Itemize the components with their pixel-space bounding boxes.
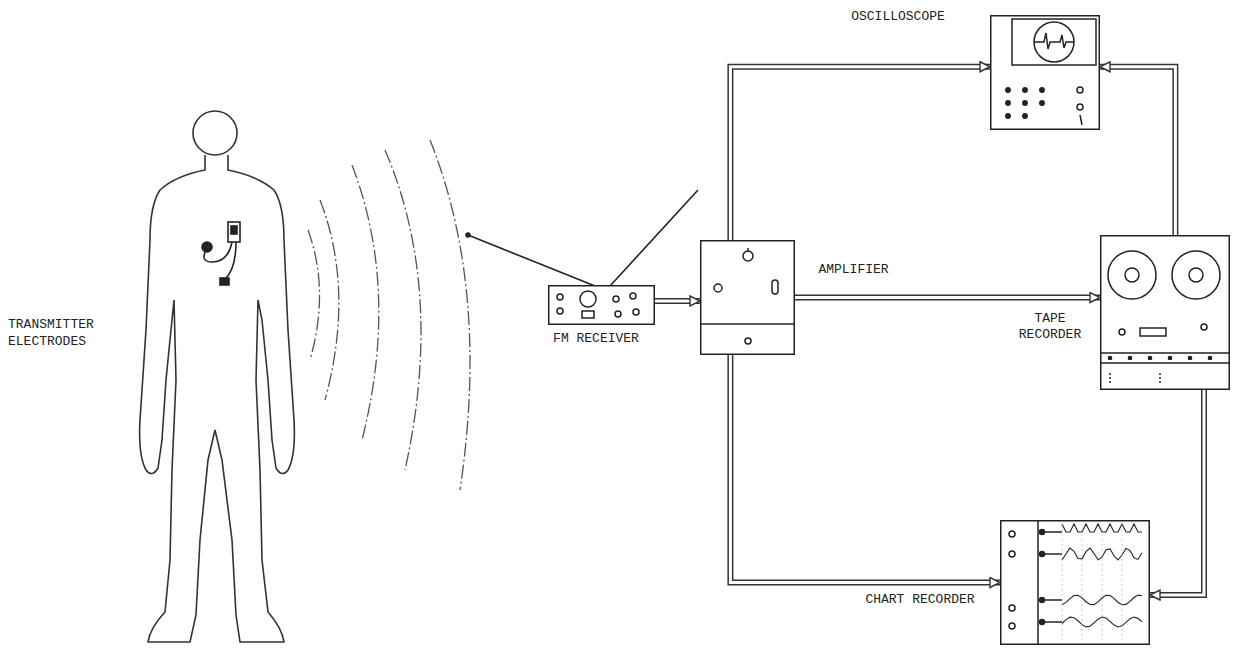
device-drawing <box>700 240 795 355</box>
antenna <box>466 190 698 286</box>
figure-label: TRANSMITTER ELECTRODES <box>8 316 108 350</box>
device-box: TAPE RECORDER <box>1100 235 1230 390</box>
signal-connector <box>655 301 700 302</box>
signal-connector <box>795 297 1100 298</box>
connector-heads <box>1100 67 1175 235</box>
device-label: TAPE RECORDER <box>1010 311 1090 343</box>
connector-outline <box>1150 390 1204 595</box>
signal-connector <box>1100 67 1175 235</box>
device-label: AMPLIFIER <box>806 262 901 278</box>
signal-connector <box>730 67 990 240</box>
device-box: CHART RECORDER <box>1000 520 1150 645</box>
connector-outline <box>730 355 1000 583</box>
device-box: OSCILLOSCOPE <box>990 15 1100 130</box>
device-drawing <box>1100 235 1230 390</box>
device-label: FM RECEIVER <box>536 331 656 347</box>
connector-core <box>795 296 1100 299</box>
connector-heads <box>655 301 700 302</box>
device-box: FM RECEIVER <box>548 285 655 325</box>
connector-outline <box>795 295 1100 301</box>
connector-outline <box>655 298 700 304</box>
connector-core <box>1100 67 1175 235</box>
device-drawing <box>548 285 655 325</box>
device-box: AMPLIFIER <box>700 240 795 355</box>
signal-connector <box>1150 390 1204 595</box>
radio-waves <box>308 140 470 490</box>
connector-core <box>730 355 1000 583</box>
connector-heads <box>730 67 990 240</box>
transmitter-electrodes <box>202 222 240 285</box>
device-label: CHART RECORDER <box>850 592 990 608</box>
connector-heads <box>730 355 1000 583</box>
connector-heads <box>795 297 1100 298</box>
device-label: OSCILLOSCOPE <box>838 9 958 25</box>
connector-core <box>730 67 990 240</box>
connector-heads <box>1150 390 1204 595</box>
connector-core <box>655 300 700 303</box>
signal-connector <box>730 355 1000 583</box>
device-drawing <box>1000 520 1150 645</box>
connector-core <box>1150 390 1204 595</box>
connector-outline <box>730 67 990 240</box>
device-drawing <box>990 15 1100 130</box>
connector-outline <box>1100 67 1175 235</box>
person-figure <box>140 111 295 642</box>
